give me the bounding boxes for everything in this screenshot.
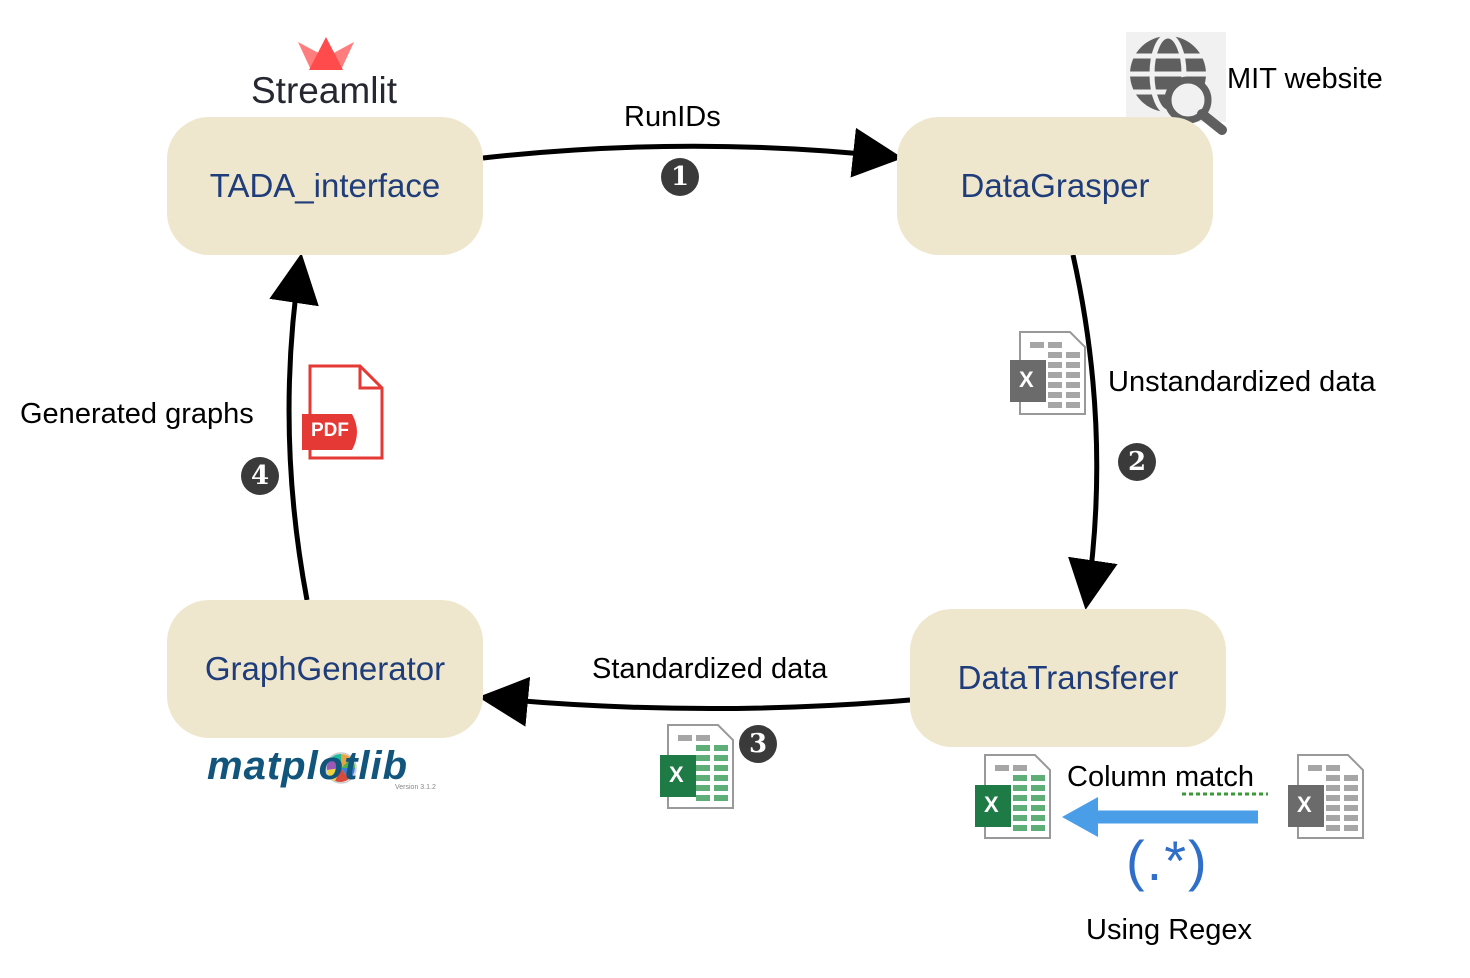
matplotlib-logo-icon [325,752,357,784]
excel-file-gray-icon-2 [1288,754,1364,839]
excel-file-green-icon-2 [975,754,1051,839]
excel-x-label-2: X [669,762,684,787]
globe-search-icon [1126,32,1227,135]
label-column-match: Column match [1067,761,1254,793]
streamlit-wordmark: Streamlit [251,70,397,111]
streamlit-logo-icon [298,37,354,70]
excel-file-green-icon-1 [660,724,734,809]
arrow-generated-graphs [269,253,319,601]
pdf-file-icon [302,364,384,460]
label-standardized-data: Standardized data [592,653,828,685]
step-2-badge: 2 [1118,443,1156,481]
excel-x-label-4: X [1297,792,1312,817]
label-unstandardized-data: Unstandardized data [1108,366,1376,398]
node-data-grasper: DataGrasper [897,117,1213,255]
label-using-regex: Using Regex [1086,914,1253,946]
node-data-transferer: DataTransferer [910,609,1226,747]
arrow-standardized [478,676,911,727]
node-tada-interface: TADA_interface [167,117,483,255]
node-graph-generator: GraphGenerator [167,600,483,738]
label-generated-graphs: Generated graphs [20,398,254,430]
step-3-badge: 3 [739,725,777,763]
pdf-label: PDF [311,420,349,441]
arrow-runids [482,127,903,178]
matplotlib-version: Version 3.1.2 [395,784,436,791]
excel-x-label-1: X [1019,367,1034,392]
step-4-badge: 4 [241,457,279,495]
step-1-badge: 1 [661,158,699,196]
regex-symbol-icon: (.*) [1126,829,1209,892]
excel-file-gray-icon-1 [1010,331,1086,415]
label-mit-website: MIT website [1227,63,1383,95]
excel-x-label-3: X [984,792,999,817]
matplotlib-wordmark-text: matplotlib [207,744,409,788]
arrow-unstandardized [1068,254,1118,610]
column-match-arrowhead [1062,797,1098,837]
label-runids: RunIDs [624,101,721,133]
matplotlib-wordmark: matplotlib [207,744,408,789]
